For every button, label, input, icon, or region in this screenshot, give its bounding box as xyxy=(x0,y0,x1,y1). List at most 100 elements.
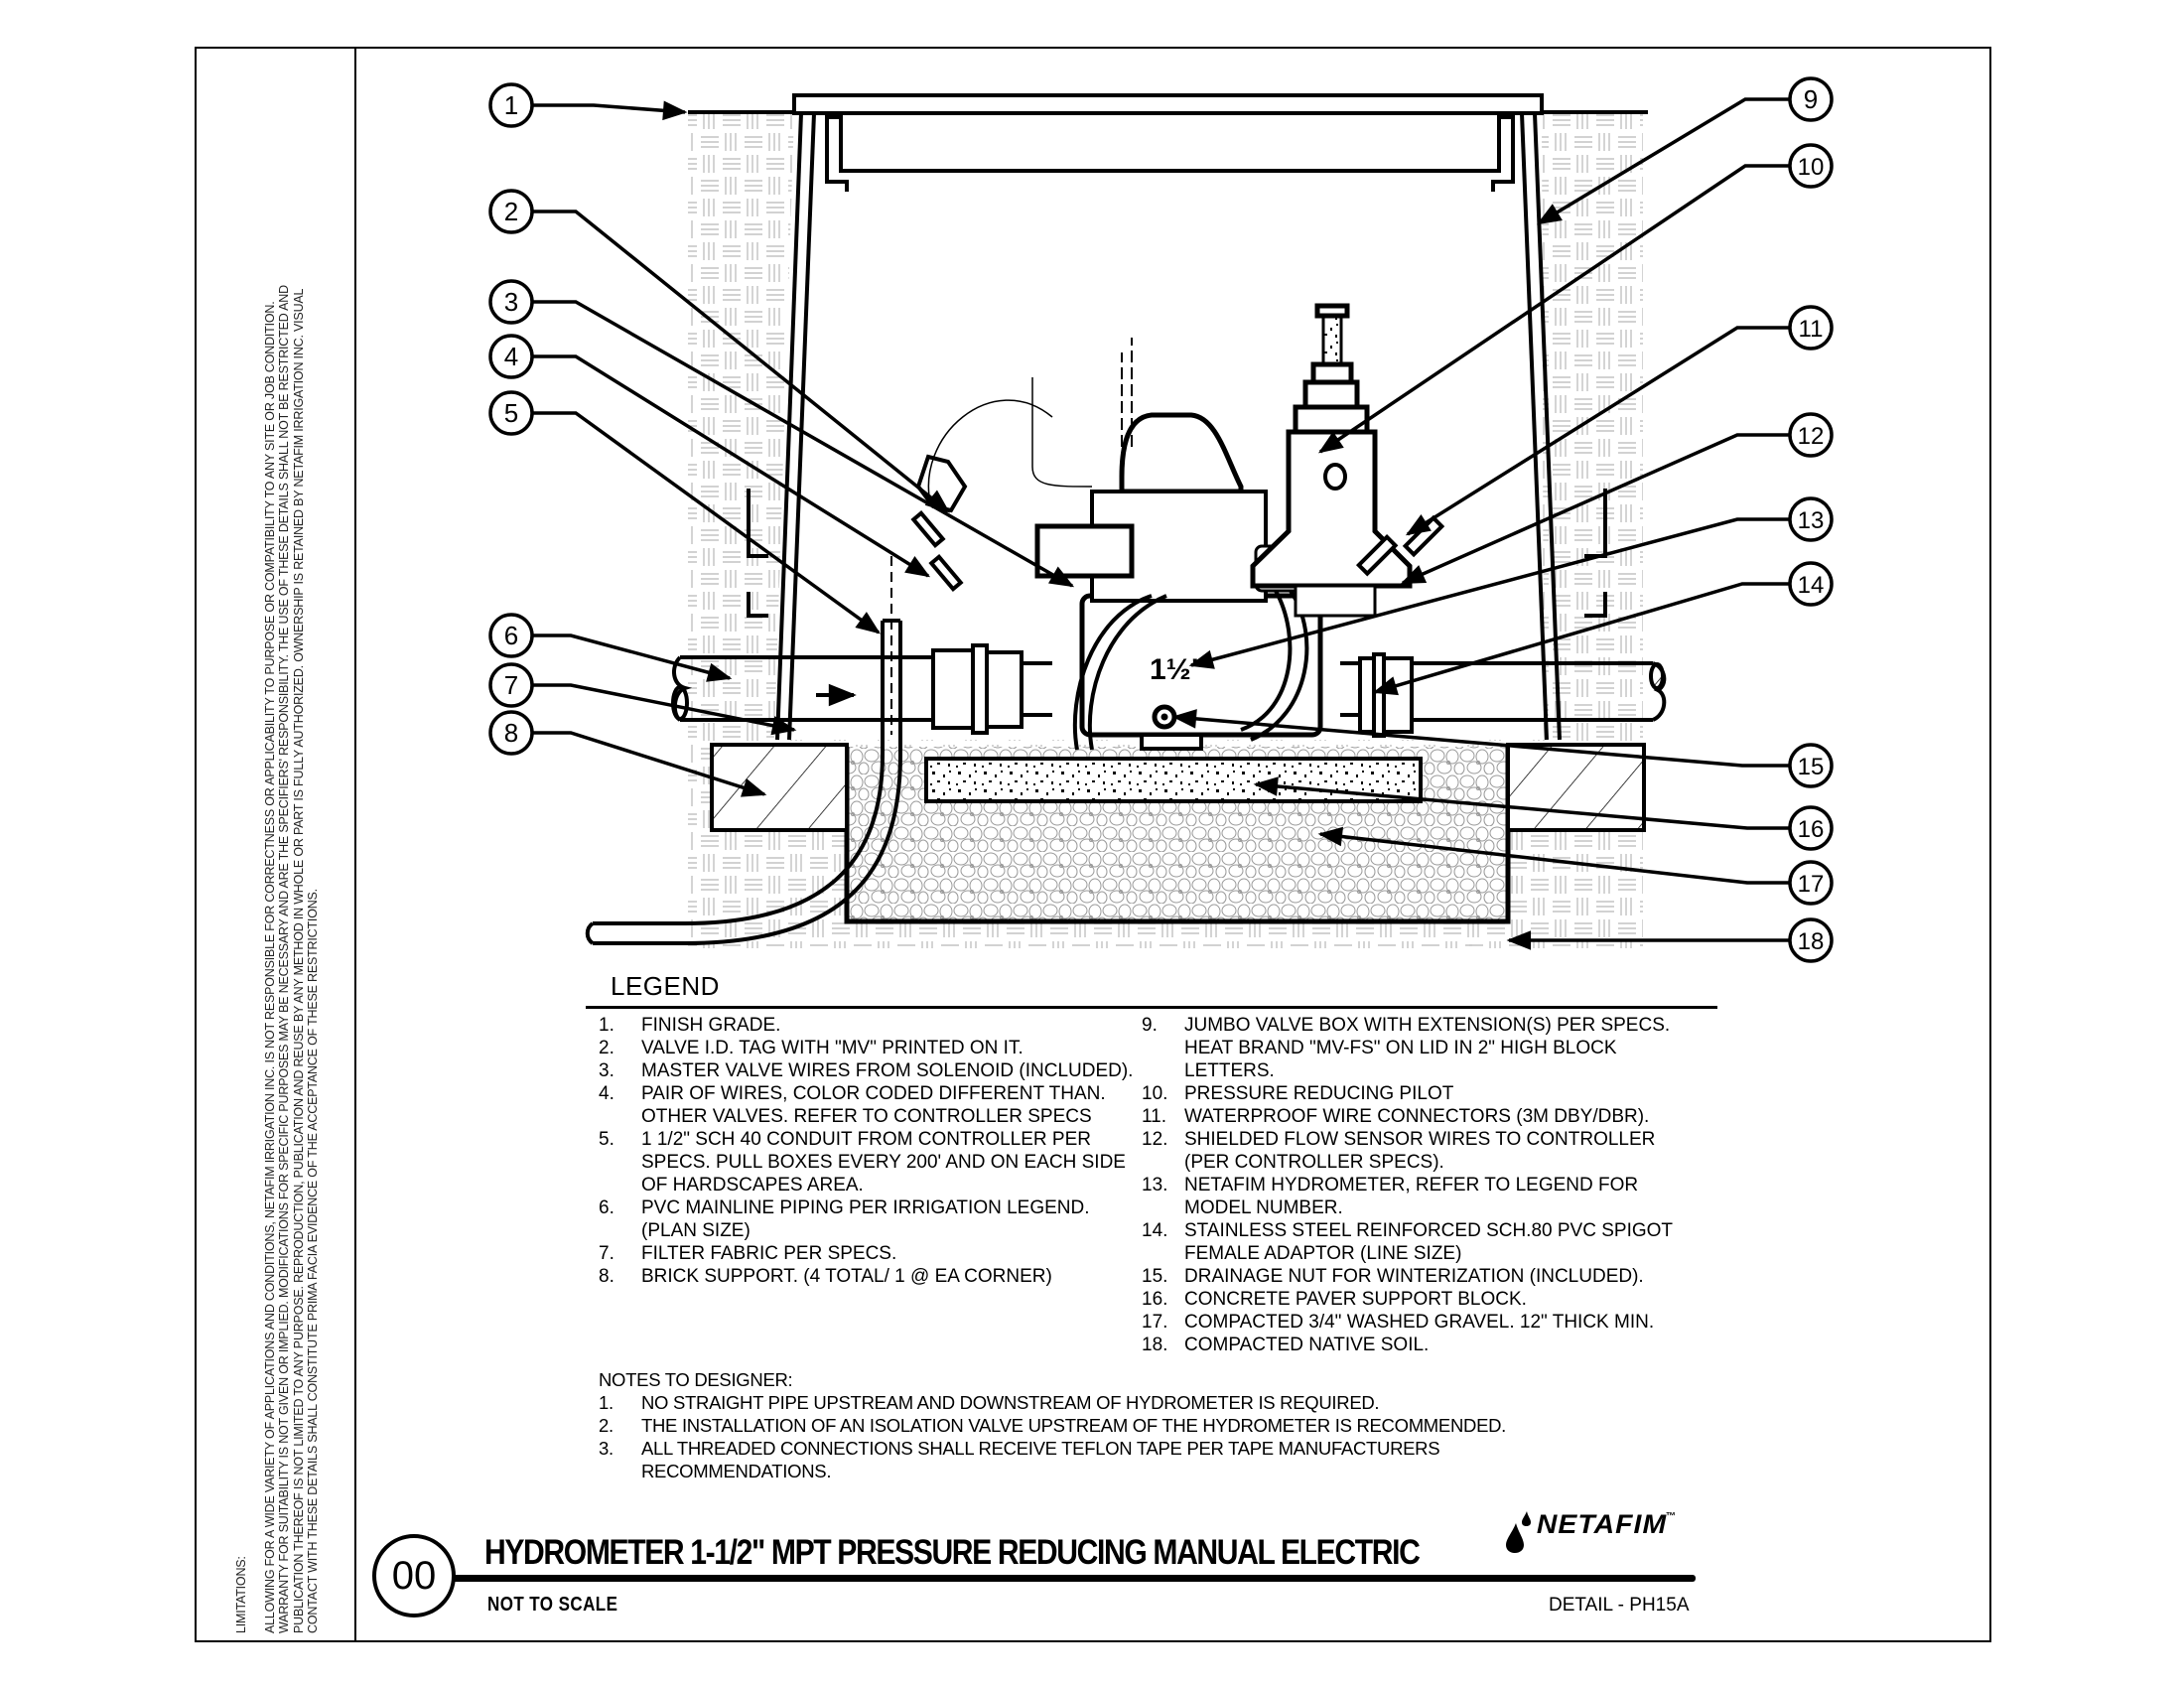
callout-bubble-2: 2 xyxy=(488,189,534,234)
callout-circle xyxy=(488,613,534,658)
callout-number: 18 xyxy=(1798,928,1825,955)
callout-bubble-18: 18 xyxy=(1788,917,1834,963)
callout-circle xyxy=(1788,805,1834,851)
callout-number: 14 xyxy=(1798,572,1825,599)
callout-number: 11 xyxy=(1799,316,1824,343)
legend-title: LEGEND xyxy=(611,971,720,1001)
mainline-pipe xyxy=(671,643,1667,738)
legend-item: 7.FILTER FABRIC PER SPECS. xyxy=(599,1243,897,1264)
sheet-border xyxy=(195,47,1991,1642)
conduit xyxy=(585,556,902,945)
legend-item: 15.DRAINAGE NUT FOR WINTERIZATION (INCLU… xyxy=(1142,1266,1644,1287)
netafim-logo: NETAFIM ™ xyxy=(1504,1509,1676,1553)
callout-number: 8 xyxy=(504,718,518,748)
callout-circle xyxy=(1788,917,1834,963)
margin-divider xyxy=(354,47,356,1642)
legend-item: 13.NETAFIM HYDROMETER, REFER TO LEGEND F… xyxy=(1142,1175,1639,1218)
callout-number: 16 xyxy=(1798,816,1825,843)
notes-to-designer: NOTES TO DESIGNER: 1.NO STRAIGHT PIPE UP… xyxy=(599,1368,1641,1482)
callout-bubble-3: 3 xyxy=(488,279,534,325)
callout-bubble-15: 15 xyxy=(1788,743,1834,788)
legend-column-right: 9.JUMBO VALVE BOX WITH EXTENSION(S) PER … xyxy=(1142,1014,1698,1356)
callout-circle xyxy=(488,662,534,708)
callout-circle xyxy=(1788,305,1834,351)
legend-item: 11.WATERPROOF WIRE CONNECTORS (3M DBY/DB… xyxy=(1142,1106,1650,1127)
legend-rule xyxy=(586,1006,1717,1009)
callout-bubble-13: 13 xyxy=(1788,496,1834,542)
callout-circle xyxy=(1788,743,1834,788)
callout-bubble-4: 4 xyxy=(488,334,534,379)
callout-number: 17 xyxy=(1798,871,1825,898)
callout-number: 4 xyxy=(504,342,518,371)
callout-number: 6 xyxy=(504,621,518,650)
callout-bubble-8: 8 xyxy=(488,710,534,756)
brick-supports xyxy=(710,743,1646,832)
legend-item: 17.COMPACTED 3/4" WASHED GRAVEL. 12" THI… xyxy=(1142,1312,1655,1333)
wire-connectors xyxy=(910,509,1445,593)
callout-circle xyxy=(1788,496,1834,542)
legend-item: 3.MASTER VALVE WIRES FROM SOLENOID (INCL… xyxy=(599,1060,1134,1081)
title-rule xyxy=(452,1575,1696,1582)
callout-circle xyxy=(1788,143,1834,189)
legend-item: 16.CONCRETE PAVER SUPPORT BLOCK. xyxy=(1142,1289,1527,1310)
callout-bubble-5: 5 xyxy=(488,390,534,436)
callout-bubble-16: 16 xyxy=(1788,805,1834,851)
callout-number: 12 xyxy=(1798,423,1825,450)
callout-circle xyxy=(1788,76,1834,122)
callout-bubble-6: 6 xyxy=(488,613,534,658)
legend-item: 10.PRESSURE REDUCING PILOT xyxy=(1142,1083,1454,1104)
callout-circle xyxy=(488,390,534,436)
note-item: 2.THE INSTALLATION OF AN ISOLATION VALVE… xyxy=(599,1415,1507,1436)
callout-circle xyxy=(1788,860,1834,906)
legend-item: 8.BRICK SUPPORT. (4 TOTAL/ 1 @ EA CORNER… xyxy=(599,1266,1052,1287)
callout-number: 3 xyxy=(504,287,518,317)
callout-bubble-7: 7 xyxy=(488,662,534,708)
valve-size-label: 1½" xyxy=(1150,653,1205,686)
brand-name: NETAFIM xyxy=(1536,1509,1668,1539)
note-item: 1.NO STRAIGHT PIPE UPSTREAM AND DOWNSTRE… xyxy=(599,1392,1380,1413)
legend-item: 12.SHIELDED FLOW SENSOR WIRES TO CONTROL… xyxy=(1142,1129,1656,1173)
detail-title: HYDROMETER 1-1/2" MPT PRESSURE REDUCING … xyxy=(484,1533,1421,1572)
legend-item: 2.VALVE I.D. TAG WITH "MV" PRINTED ON IT… xyxy=(599,1038,1024,1058)
callout-circle xyxy=(1788,561,1834,607)
legend-item: 18.COMPACTED NATIVE SOIL. xyxy=(1142,1335,1430,1355)
callout-number: 5 xyxy=(504,398,518,428)
detail-number-bubble: 00 xyxy=(372,1534,456,1618)
water-drop-icon xyxy=(1506,1511,1531,1553)
legend-item: 4.PAIR OF WIRES, COLOR CODED DIFFERENT T… xyxy=(599,1083,1106,1127)
trademark: ™ xyxy=(1665,1511,1676,1522)
legend-item: 5.1 1/2" SCH 40 CONDUIT FROM CONTROLLER … xyxy=(599,1129,1126,1196)
callout-number: 9 xyxy=(1804,84,1818,114)
notes-heading: NOTES TO DESIGNER: xyxy=(599,1369,793,1390)
callout-bubble-11: 11 xyxy=(1788,305,1834,351)
legend-item: 9.JUMBO VALVE BOX WITH EXTENSION(S) PER … xyxy=(1142,1015,1671,1081)
concrete-paver xyxy=(924,757,1423,803)
legend-item: 1.FINISH GRADE. xyxy=(599,1015,781,1036)
note-item: 3.ALL THREADED CONNECTIONS SHALL RECEIVE… xyxy=(599,1438,1440,1481)
legend-column-left: 1.FINISH GRADE. 2.VALVE I.D. TAG WITH "M… xyxy=(599,1014,1135,1288)
callout-bubble-1: 1 xyxy=(488,82,534,128)
legend-item: 6.PVC MAINLINE PIPING PER IRRIGATION LEG… xyxy=(599,1197,1090,1241)
callout-number: 13 xyxy=(1798,507,1825,534)
callouts-left: 1 2 3 4 5 6 7 8 xyxy=(488,82,534,756)
callout-circle xyxy=(488,82,534,128)
callout-circle xyxy=(488,279,534,325)
callout-bubble-17: 17 xyxy=(1788,860,1834,906)
callout-number: 1 xyxy=(504,90,518,120)
callout-bubble-9: 9 xyxy=(1788,76,1834,122)
callout-circle xyxy=(488,189,534,234)
callout-bubble-10: 10 xyxy=(1788,143,1834,189)
leader-lines xyxy=(532,97,1790,950)
callouts-right: 9 10 11 12 13 14 15 16 17 18 xyxy=(1788,76,1834,963)
callout-circle xyxy=(488,710,534,756)
scale-note: NOT TO SCALE xyxy=(487,1594,618,1616)
detail-id: DETAIL - PH15A xyxy=(1549,1595,1690,1616)
detail-number: 00 xyxy=(391,1553,437,1598)
callout-circle xyxy=(488,334,534,379)
callout-circle xyxy=(1788,412,1834,458)
pressure-reducing-pilot xyxy=(1250,303,1413,618)
callout-number: 7 xyxy=(504,670,518,700)
callout-number: 15 xyxy=(1798,754,1825,780)
